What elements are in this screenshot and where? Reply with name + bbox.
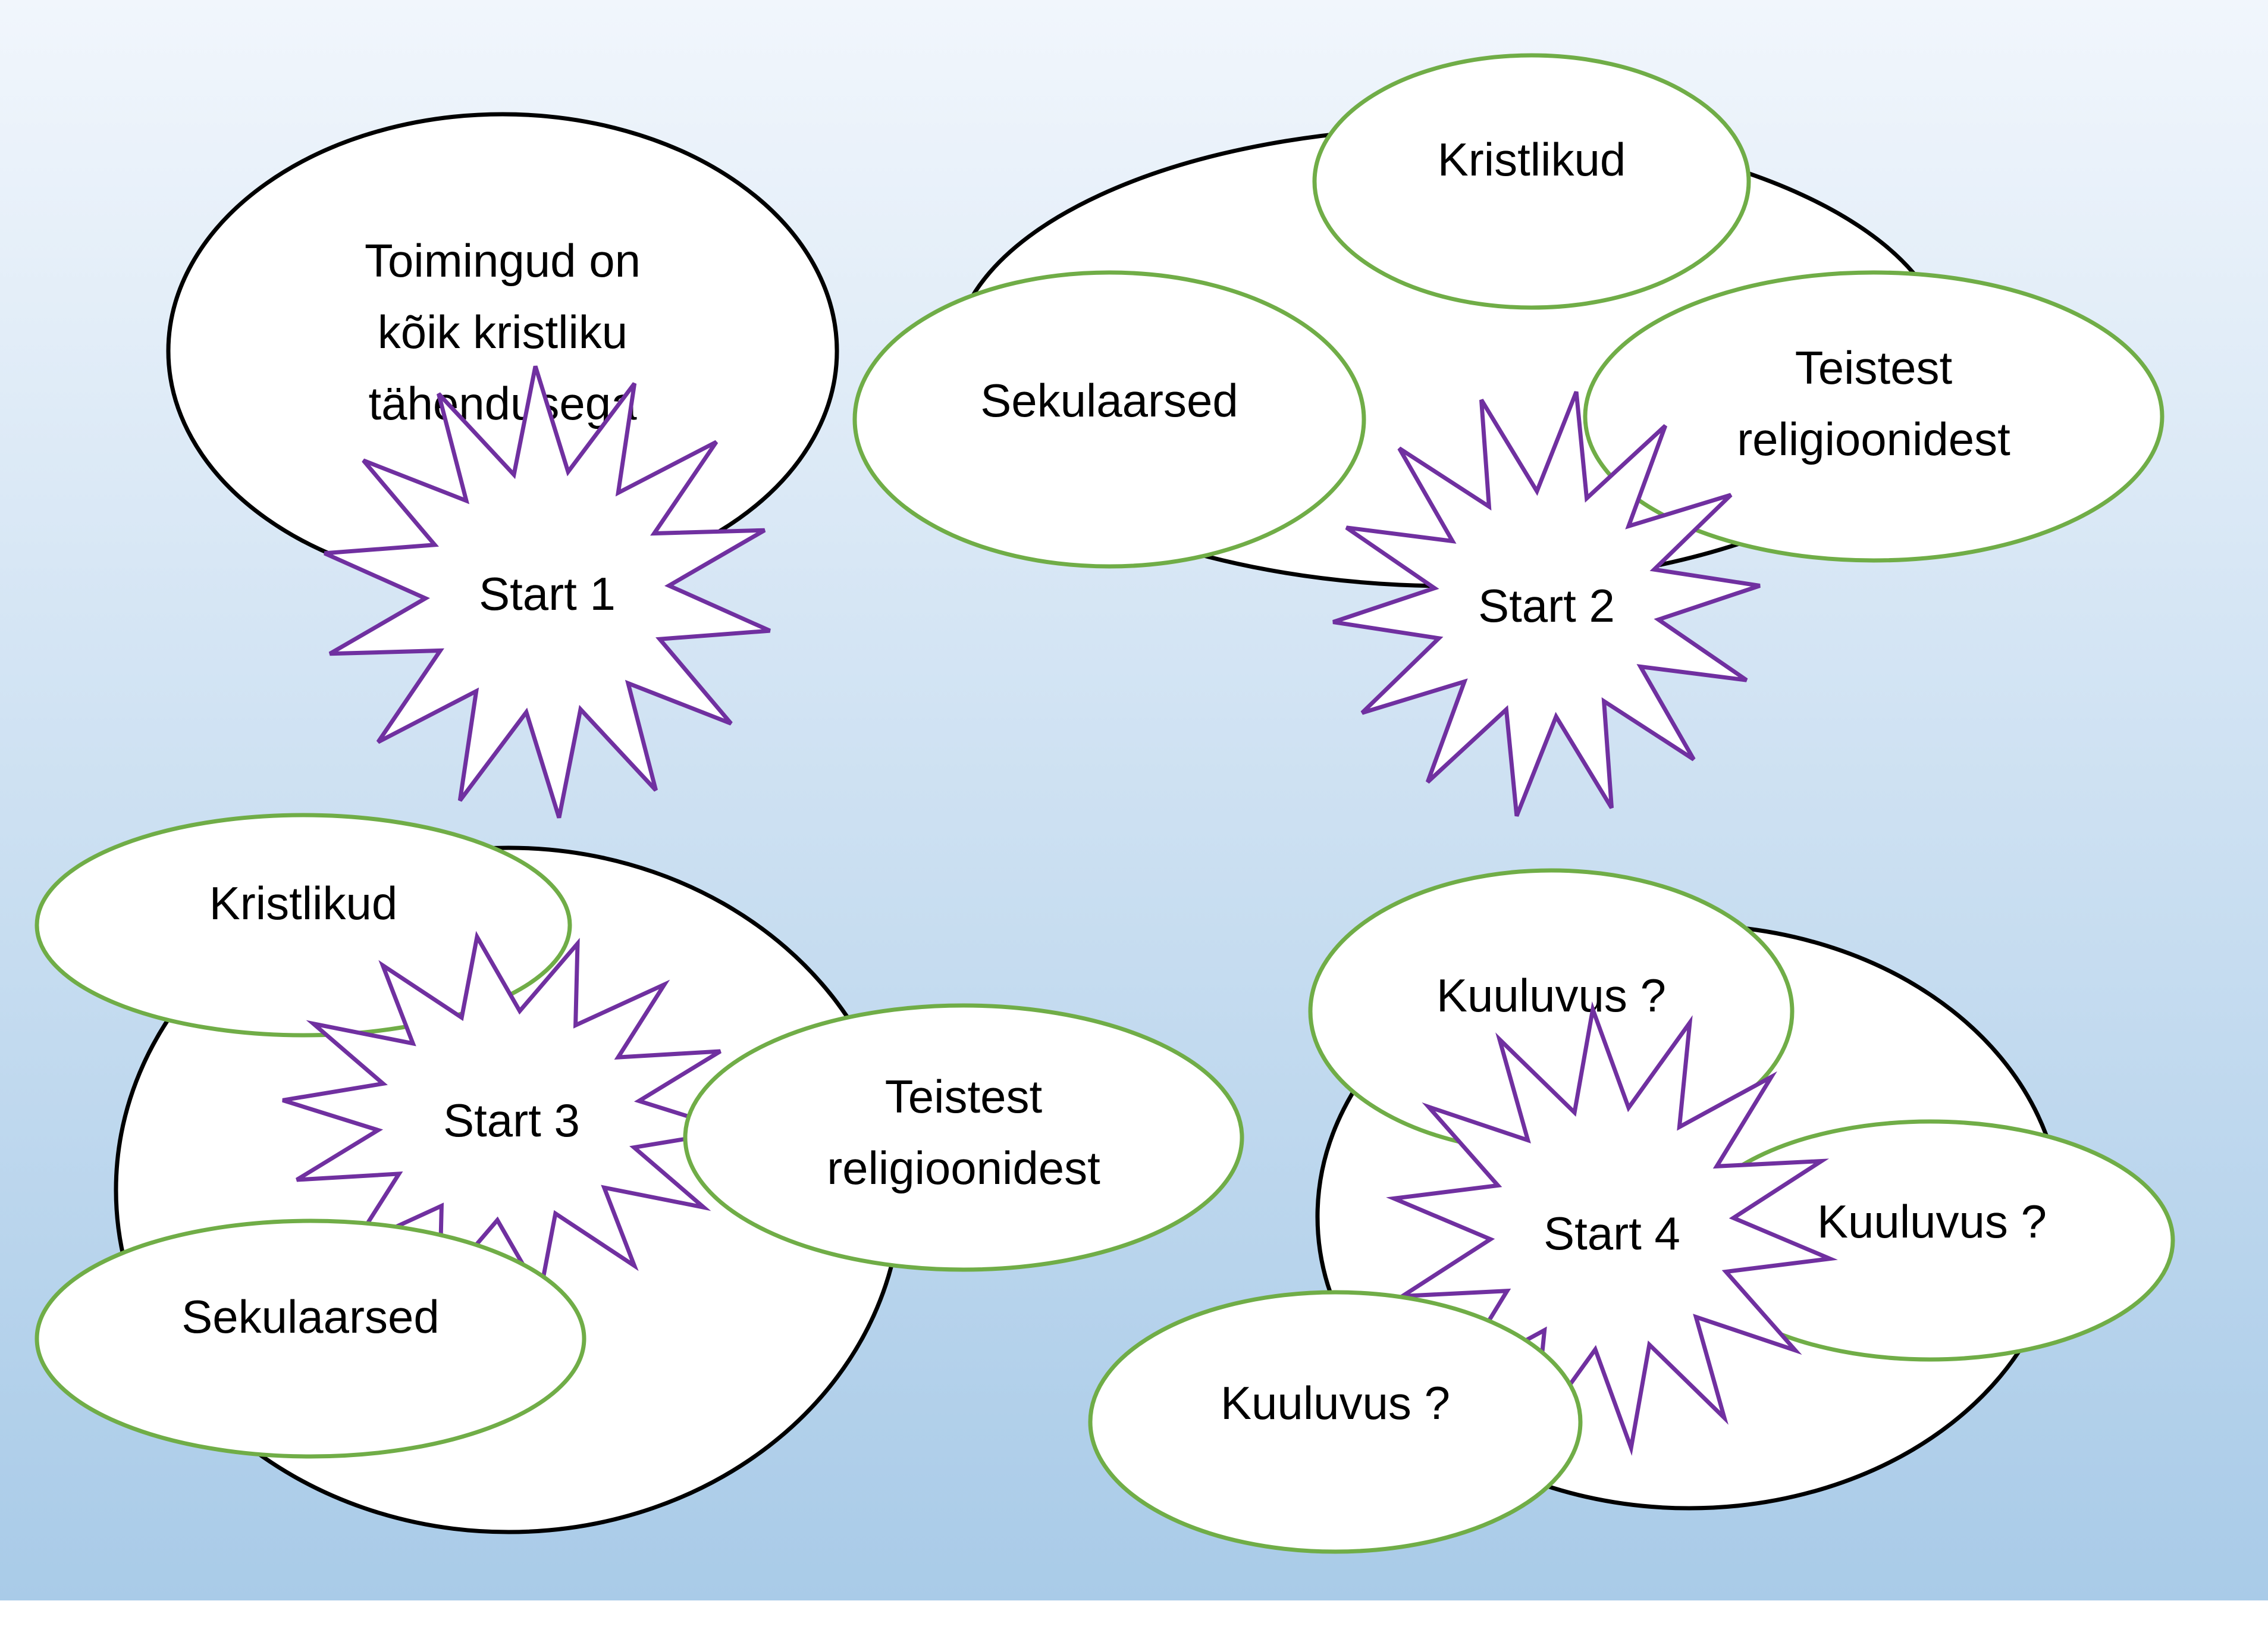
sub-ellipse-teistest-3 [683,1003,1244,1272]
main-text-line-2: kõik kristliku [378,306,628,358]
kuuluvus-right-label-4: Kuuluvus ? [1817,1195,2047,1248]
teistest-label-line-2-3: religioonidest [827,1142,1100,1194]
diagram-3: Kristlikud Start 3 Teistest religioonide… [34,813,1244,1534]
start-2-star [1332,391,1761,817]
teistest-label-line-2-2: religioonidest [1737,413,2010,465]
diagram-4: Kuuluvus ? Kuuluvus ? Start 4 Kuuluvus ? [1088,868,2175,1554]
sub-ellipse-kristlikud-3 [34,813,572,1038]
kuuluvus-bottom-label-4: Kuuluvus ? [1221,1377,1450,1429]
start-1-star [324,365,771,819]
sub-ellipse-sekulaarsed-3 [34,1218,586,1459]
diagram-1: Toimingud on kõik kristliku tähendusega … [166,112,839,819]
main-text-line-1: Toimingud on [365,234,641,287]
sub-ellipse-kuuluvus-bottom-4 [1088,1290,1583,1554]
kuuluvus-top-label-4: Kuuluvus ? [1436,969,1666,1022]
sub-ellipse-kristlikud-2 [1312,53,1751,310]
sub-ellipse-teistest-2 [1583,270,2165,563]
kristlikud-label-3: Kristlikud [209,877,397,929]
teistest-label-line-1-2: Teistest [1795,342,1953,394]
start-3-label: Start 3 [443,1094,580,1146]
sekulaarsed-label-2: Sekulaarsed [980,374,1238,427]
diagram-2: Kristlikud Sekulaarsed Teistest religioo… [852,53,2165,817]
teistest-label-line-1-3: Teistest [885,1070,1043,1123]
kristlikud-label-2: Kristlikud [1438,133,1626,186]
start-2-label: Start 2 [1478,579,1615,632]
start-4-label: Start 4 [1544,1207,1680,1260]
start-1-label: Start 1 [479,568,616,620]
sub-ellipse-sekulaarsed-2 [852,270,1366,569]
sekulaarsed-label-3: Sekulaarsed [181,1290,440,1343]
main-text-line-3: tähendusega [368,377,637,430]
